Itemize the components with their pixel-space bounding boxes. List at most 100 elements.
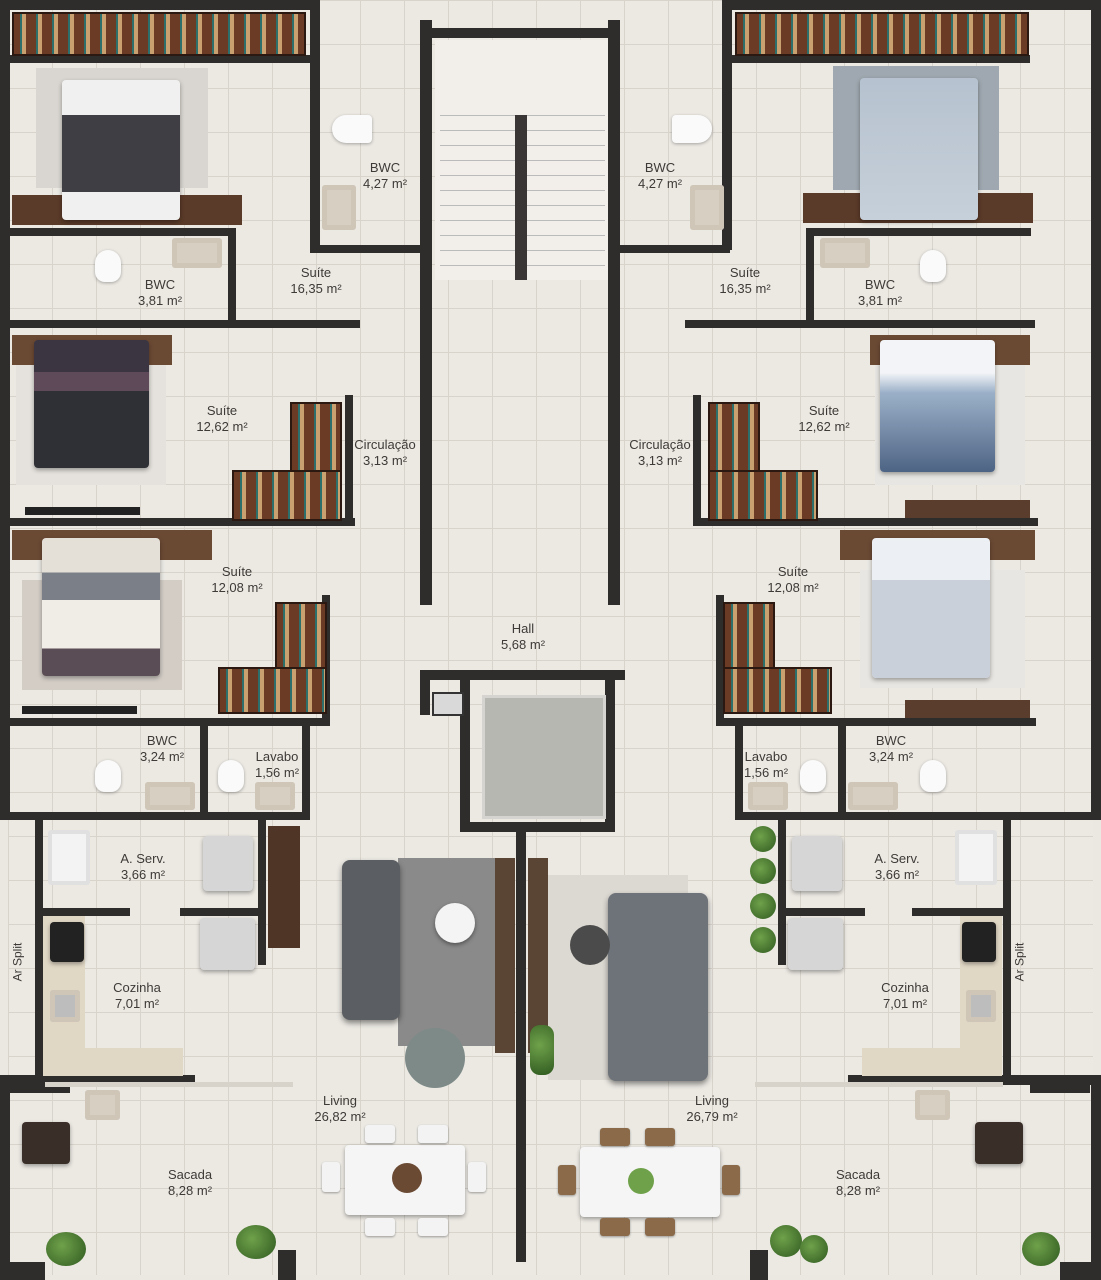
plant bbox=[750, 858, 776, 884]
refrigerator bbox=[788, 918, 843, 970]
barbecue-grill bbox=[975, 1122, 1023, 1164]
cooktop bbox=[962, 922, 996, 962]
toilet bbox=[218, 760, 244, 792]
wardrobe bbox=[218, 667, 327, 714]
centerpiece bbox=[628, 1168, 654, 1194]
tv bbox=[25, 507, 140, 515]
tv-panel bbox=[528, 858, 548, 1053]
centerpiece bbox=[392, 1163, 422, 1193]
chair bbox=[600, 1128, 630, 1146]
sofa bbox=[608, 893, 708, 1081]
chair bbox=[365, 1218, 395, 1236]
wardrobe bbox=[708, 470, 818, 521]
plant bbox=[750, 826, 776, 852]
rug bbox=[398, 858, 498, 1046]
wardrobe bbox=[723, 667, 832, 714]
chair bbox=[468, 1162, 486, 1192]
sink bbox=[820, 238, 870, 268]
chair bbox=[558, 1165, 576, 1195]
sink bbox=[255, 782, 295, 810]
kitchen-counter bbox=[862, 1048, 1002, 1076]
label-aserv-left: A. Serv.3,66 m² bbox=[120, 851, 166, 882]
elevator-button-panel bbox=[432, 692, 464, 716]
plant bbox=[236, 1225, 276, 1259]
sink bbox=[848, 782, 898, 810]
balcony-sink bbox=[915, 1090, 950, 1120]
refrigerator bbox=[200, 918, 255, 970]
wardrobe bbox=[12, 12, 306, 56]
chair bbox=[322, 1162, 340, 1192]
washing-machine bbox=[792, 836, 842, 891]
label-ar-split-left: Ar Split bbox=[10, 942, 25, 982]
bed bbox=[42, 538, 160, 676]
wardrobe bbox=[232, 470, 342, 521]
tv-stand bbox=[905, 700, 1030, 718]
chair bbox=[645, 1218, 675, 1236]
chair bbox=[645, 1128, 675, 1146]
bed bbox=[872, 538, 990, 678]
chair bbox=[418, 1218, 448, 1236]
toilet bbox=[920, 250, 946, 282]
sink bbox=[690, 185, 724, 230]
barbecue-grill bbox=[22, 1122, 70, 1164]
plant bbox=[1022, 1232, 1060, 1266]
balcony-rail bbox=[755, 1082, 1003, 1087]
bed bbox=[880, 340, 995, 472]
chair bbox=[722, 1165, 740, 1195]
cooktop bbox=[50, 922, 84, 962]
sink bbox=[145, 782, 195, 810]
toilet bbox=[95, 760, 121, 792]
washing-machine bbox=[203, 836, 253, 891]
label-aserv-right: A. Serv.3,66 m² bbox=[874, 851, 920, 882]
toilet bbox=[672, 115, 712, 143]
chair bbox=[600, 1218, 630, 1236]
shoe-cabinet bbox=[268, 826, 300, 948]
bed bbox=[34, 340, 149, 468]
plant bbox=[750, 927, 776, 953]
tv-stand bbox=[905, 500, 1030, 518]
wardrobe bbox=[735, 12, 1029, 56]
tv bbox=[22, 706, 137, 714]
balcony-sink bbox=[85, 1090, 120, 1120]
laundry-sink bbox=[955, 830, 997, 885]
label-ar-split-right: Ar Split bbox=[1012, 942, 1027, 982]
elevator bbox=[482, 695, 606, 819]
plant bbox=[800, 1235, 828, 1263]
kitchen-counter bbox=[43, 1048, 183, 1076]
toilet bbox=[800, 760, 826, 792]
sofa bbox=[342, 860, 400, 1020]
coffee-table bbox=[570, 925, 610, 965]
bed bbox=[860, 78, 978, 220]
plant bbox=[46, 1232, 86, 1266]
coffee-table bbox=[435, 903, 475, 943]
sink bbox=[748, 782, 788, 810]
laundry-sink bbox=[48, 830, 90, 885]
chair bbox=[418, 1125, 448, 1143]
chair bbox=[365, 1125, 395, 1143]
armchair bbox=[405, 1028, 465, 1088]
kitchen-sink bbox=[966, 990, 996, 1022]
